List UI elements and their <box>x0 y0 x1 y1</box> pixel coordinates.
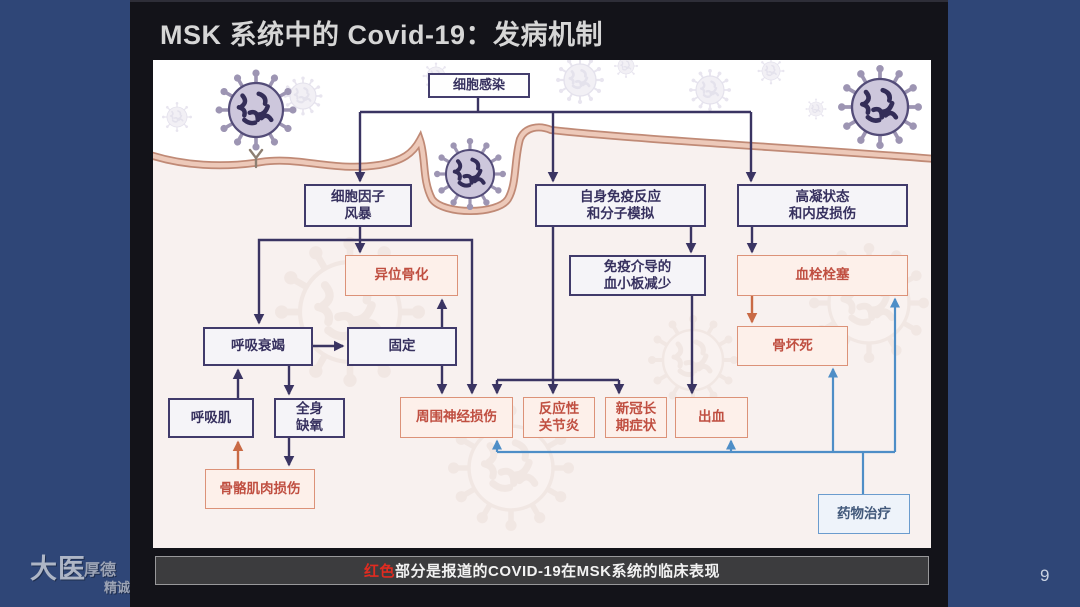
node-respiratory-failure: 呼吸衰竭 <box>203 327 313 366</box>
caption-rest: 部分是报道的COVID-19在MSK系统的临床表现 <box>394 563 721 580</box>
node-hypercoagulable-state: 高凝状态 和内皮损伤 <box>737 184 908 227</box>
node-immune-thrombocytopenia: 免疫介导的 血小板减少 <box>569 255 706 296</box>
logo-houde: 厚德 <box>84 562 117 579</box>
node-cell-infection: 细胞感染 <box>428 73 530 98</box>
caption-highlight: 红色 <box>363 563 395 580</box>
node-immobilization: 固定 <box>347 327 457 366</box>
connectors-blue <box>491 297 901 494</box>
connectors-orange <box>232 296 758 469</box>
virus-icon <box>805 98 827 120</box>
cell-cytoplasm <box>153 127 931 548</box>
node-osteonecrosis: 骨坏死 <box>737 326 848 366</box>
node-cytokine-storm: 细胞因子 风暴 <box>304 184 412 227</box>
receptor-icon <box>248 148 264 169</box>
node-respiratory-muscle: 呼吸肌 <box>168 398 254 438</box>
node-systemic-hypoxia: 全身 缺氧 <box>274 398 345 438</box>
slide-canvas: 细胞感染 细胞因子 风暴 自身免疫反应 和分子模拟 高凝状态 和内皮损伤 异位骨… <box>153 60 931 548</box>
virus-icon <box>433 138 507 210</box>
virus-icon <box>161 102 193 132</box>
footer-caption: 红色部分是报道的COVID-19在MSK系统的临床表现 <box>155 556 929 585</box>
node-heterotopic-ossification: 异位骨化 <box>345 255 458 296</box>
virus-icon <box>215 69 297 151</box>
virus-icon <box>688 69 732 111</box>
node-bleeding: 出血 <box>675 397 748 438</box>
node-peripheral-nerve-injury: 周围神经损伤 <box>400 397 513 438</box>
connectors-navy <box>232 97 758 467</box>
node-reactive-arthritis: 反应性 关节炎 <box>523 397 595 438</box>
page-number: 9 <box>1040 566 1050 585</box>
node-autoimmune-response: 自身免疫反应 和分子模拟 <box>535 184 706 227</box>
virus-icon <box>837 65 923 149</box>
virus-icon <box>614 60 638 78</box>
node-long-covid: 新冠长 期症状 <box>605 397 667 438</box>
virus-icon <box>556 60 604 104</box>
page-title: MSK 系统中的 Covid-19：发病机制 <box>160 20 604 50</box>
node-drug-treatment: 药物治疗 <box>818 494 910 534</box>
node-thromboembolism: 血栓栓塞 <box>737 255 908 296</box>
node-musculoskeletal-injury: 骨骼肌肉损伤 <box>205 469 315 509</box>
cell-membrane-inner <box>153 125 931 214</box>
logo-daiyi: 大医 <box>30 554 86 584</box>
logo-line2: 精诚 <box>104 580 131 595</box>
virus-icon <box>757 60 785 85</box>
